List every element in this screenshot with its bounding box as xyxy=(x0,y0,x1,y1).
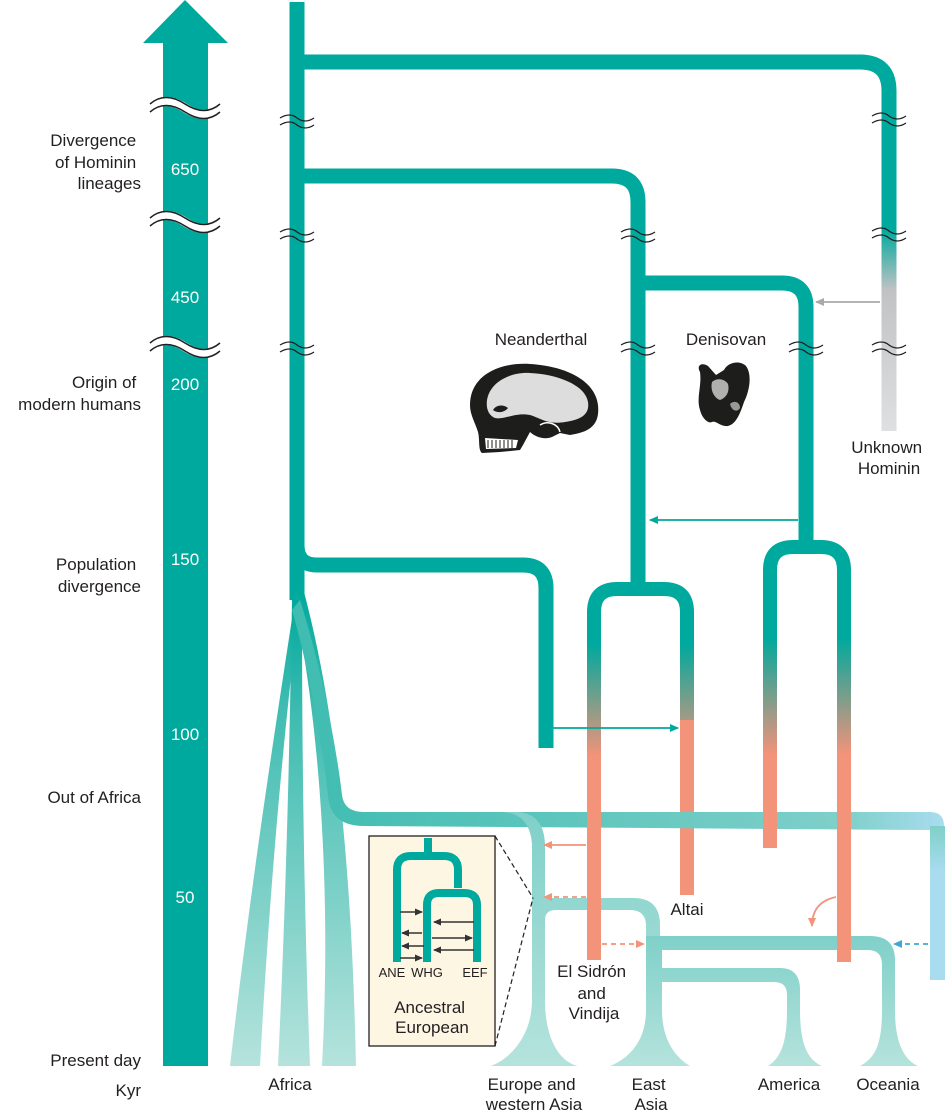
archaic-overlays xyxy=(587,800,851,962)
africa-strand-2 xyxy=(278,600,310,1066)
inset-tree xyxy=(393,838,481,962)
unknown-hominin-fade xyxy=(881,229,897,431)
east-asia-label: East Asia xyxy=(632,1075,671,1114)
inset-label-whg: WHG xyxy=(411,965,443,980)
inset-admixture-arrows xyxy=(400,908,474,962)
africa-label: Africa xyxy=(268,1075,312,1094)
neanderthal-label: Neanderthal xyxy=(495,330,588,349)
branch-breaks xyxy=(279,112,907,356)
denisovan-molar-icon xyxy=(698,362,750,427)
oceania-label: Oceania xyxy=(856,1075,920,1094)
denisovan-branch xyxy=(638,275,814,545)
el-sidron-vindija-label: El Sidrón and Vindija xyxy=(557,962,631,1023)
tick-650: 650 xyxy=(171,160,199,179)
tick-450: 450 xyxy=(171,288,199,307)
inset-label-ane: ANE xyxy=(379,965,406,980)
present-day-label: Present day xyxy=(50,1051,141,1070)
population-divergence-label: Population divergence xyxy=(56,555,141,596)
denisovan-to-oceania-arrow xyxy=(808,896,837,927)
kyr-label: Kyr xyxy=(116,1081,142,1100)
time-arrow-head xyxy=(143,0,228,43)
tree-branches xyxy=(289,2,897,962)
unknown-hominin-label: Unknown Hominin xyxy=(851,438,927,478)
non-african-lineages xyxy=(490,812,918,1066)
africa-strand-1 xyxy=(230,585,300,1066)
eurasian-stem xyxy=(490,812,660,1066)
tick-100: 100 xyxy=(171,725,199,744)
inset-title: Ancestral European xyxy=(394,998,470,1037)
neanderthal-skull-icon xyxy=(470,363,599,453)
timeline-labels: Divergence of Hominin lineages Origin of… xyxy=(18,131,141,1100)
africa-populations xyxy=(230,585,945,1066)
america-label: America xyxy=(758,1075,821,1094)
denisovan-stem-left xyxy=(763,800,777,848)
el-sidron-stem xyxy=(587,800,601,960)
population-labels: Africa Europe and western Asia East Asia… xyxy=(268,1075,920,1114)
modern-stem-branch xyxy=(289,544,554,748)
ancestral-european-inset: ANE WHG EEF Ancestral European xyxy=(368,835,534,1047)
east-asia-lineage xyxy=(610,936,918,1066)
inset-label-eef: EEF xyxy=(462,965,487,980)
lineage-labels: Neanderthal Denisovan Unknown Hominin Al… xyxy=(495,330,927,1023)
axis-breaks xyxy=(147,97,223,358)
oceania-edge-lineage xyxy=(930,826,945,980)
tick-150: 150 xyxy=(171,550,199,569)
unknown-hominin-branch xyxy=(297,54,897,230)
altai-label: Altai xyxy=(670,900,703,919)
inset-connector-top xyxy=(494,835,534,899)
europe-western-asia-label: Europe and western Asia xyxy=(485,1075,583,1114)
out-of-africa-label: Out of Africa xyxy=(47,788,141,807)
africa-strand-3 xyxy=(295,592,356,1066)
denisovan-stem-right xyxy=(837,800,851,962)
divergence-hominin-label: Divergence of Hominin lineages xyxy=(50,131,141,193)
tick-50: 50 xyxy=(176,888,195,907)
archaic-branch xyxy=(297,168,646,585)
altai-stem xyxy=(680,720,694,895)
time-axis: 650 450 200 150 100 50 xyxy=(143,0,228,1066)
tick-200: 200 xyxy=(171,375,199,394)
inset-connector-bottom xyxy=(494,897,534,1047)
gene-flow-arrows xyxy=(543,298,928,948)
origin-modern-humans-label: Origin of modern humans xyxy=(18,373,141,414)
axis-break-lines xyxy=(149,96,221,359)
denisovan-label: Denisovan xyxy=(686,330,766,349)
denisovan-fork xyxy=(763,540,851,962)
neanderthal-fork xyxy=(587,582,694,960)
